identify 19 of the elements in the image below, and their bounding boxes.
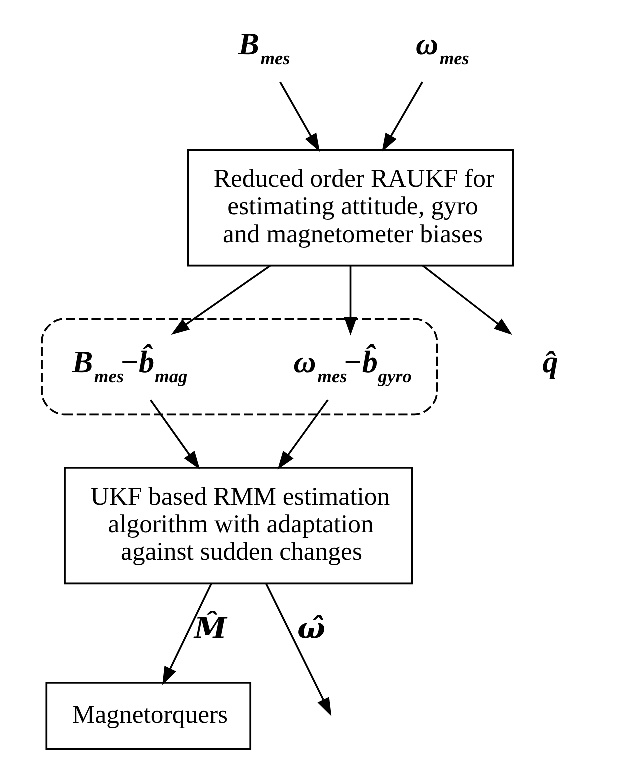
arrow	[382, 82, 423, 152]
node-text: ω$_{mes}$−b̂$_{gyro}$	[293, 344, 412, 387]
arrow	[344, 266, 357, 336]
node-box: Reduced order RAUKF for estimating attitude, gyro and magnetometer biases	[186, 149, 514, 267]
arrow	[265, 584, 332, 716]
arrow	[162, 584, 212, 686]
edge-label: ω̂	[296, 610, 325, 646]
node-text: B$_{mes}$	[238, 26, 290, 69]
node-box: Magnetorquers	[45, 682, 252, 750]
arrow	[279, 82, 320, 152]
node-text: ω$_{mes}$	[415, 26, 469, 69]
arrow	[277, 400, 328, 470]
arrow	[149, 400, 200, 470]
node-text: q̂	[542, 344, 558, 380]
node-text: B$_{mes}$−b̂$_{mag}$	[72, 344, 188, 387]
edge-label: M̂	[194, 610, 227, 646]
arrow	[170, 265, 271, 336]
node-box: UKF based RMM estimation algorithm with adaptation against sudden changes	[64, 467, 413, 585]
arrow	[422, 265, 512, 336]
